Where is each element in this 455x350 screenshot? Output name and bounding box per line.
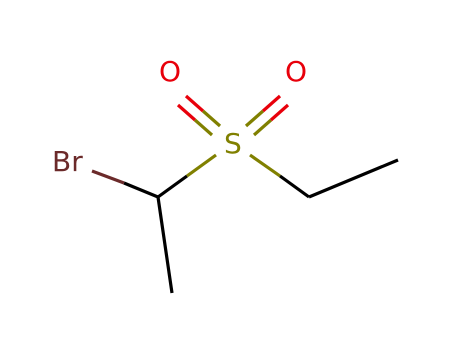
atom-sulfur: S <box>224 127 242 160</box>
atom-oxygen-left: O <box>159 55 181 88</box>
atom-oxygen-right: O <box>285 55 307 88</box>
bond-c-br <box>91 169 159 199</box>
bond-s-ch2 <box>249 153 310 199</box>
bond-s-o-left <box>176 94 222 137</box>
bond-c-s <box>157 153 217 199</box>
bond-c-methyl <box>156 196 174 294</box>
bond-ethyl <box>308 158 399 199</box>
atom-bromine: Br <box>52 145 83 178</box>
bond-s-o-right <box>244 94 290 137</box>
